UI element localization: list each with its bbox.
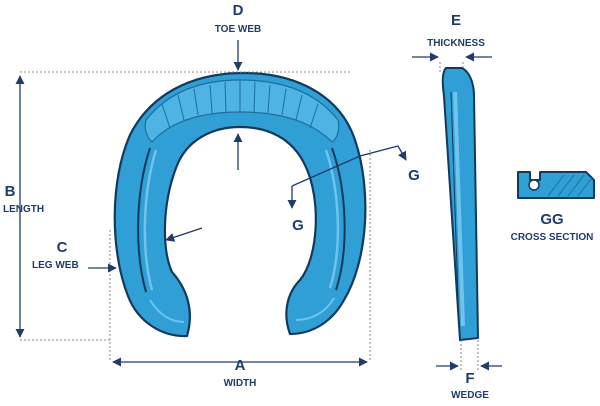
horseshoe-front-view [113,71,367,338]
toe-web-segments [161,81,319,129]
cross-section-nail-hole [528,179,540,191]
width-letter: A [235,357,246,374]
cross-section-letter: GG [540,211,563,228]
thickness-label: THICKNESS [427,38,485,49]
cross-section-view [517,171,595,199]
width-label: WIDTH [224,378,257,389]
left-branch-groove-inner [143,149,158,291]
left-branch-groove [137,147,151,293]
left-heel-highlight [149,299,185,323]
toe-web-band [144,79,340,143]
side-view-groove-edge [450,91,460,327]
horseshoe-body [113,71,367,338]
right-heel-highlight [295,297,335,321]
cross-section-label: CROSS SECTION [511,232,594,243]
right-branch-groove-inner [324,149,340,289]
wedge-letter: F [465,370,474,387]
leg-web-letter: C [57,239,68,256]
toe-web-letter: D [233,2,244,19]
length-label: LENGTH [3,204,44,215]
section-cut-letter-bottom: G [292,217,304,234]
horseshoe-side-view [441,67,479,341]
leg-web-label: LEG WEB [32,260,79,271]
toe-web-label: TOE WEB [215,24,261,35]
length-letter: B [5,183,16,200]
thickness-letter: E [451,12,461,29]
wedge-label: WEDGE [451,390,489,401]
right-branch-groove [331,147,346,291]
side-view-nail-groove [453,91,465,327]
leg-web-arrow-right [165,227,203,242]
labels: D TOE WEB B LENGTH C LEG WEB A WIDTH E T… [3,2,593,401]
cross-section-hatch [547,174,593,197]
section-cut-line-top [291,145,407,187]
section-cut-letter-top: G [408,167,420,184]
